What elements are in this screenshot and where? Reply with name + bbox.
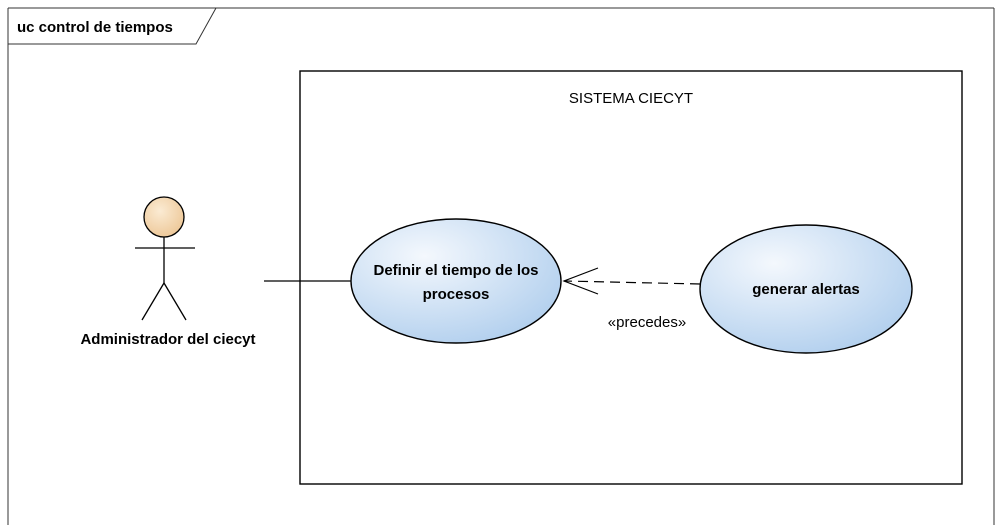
dependency-label: «precedes»: [608, 314, 686, 331]
frame-tab: [8, 7, 217, 45]
frame-label: uc control de tiempos: [17, 19, 173, 36]
actor-label: Administrador del ciecyt: [80, 331, 255, 348]
use-case-definir-tiempo-ellipse: [350, 218, 562, 344]
actor-head: [143, 196, 185, 238]
actor-right-leg: [163, 282, 187, 321]
use-case-definir-tiempo[interactable]: Definir el tiempo de los procesos: [350, 218, 562, 344]
dependency-precedes[interactable]: «precedes»: [562, 267, 701, 331]
actor-left-leg: [141, 282, 165, 321]
diagram-frame: uc control de tiempos: [7, 7, 995, 525]
use-case-definir-tiempo-label-line2: procesos: [423, 286, 490, 303]
actor-administrador[interactable]: Administrador del ciecyt: [80, 196, 256, 348]
dependency-arrowhead: [562, 267, 599, 295]
dependency-line: [563, 280, 701, 285]
use-case-generar-alertas-ellipse: [699, 224, 913, 354]
use-case-definir-tiempo-label-line1: Definir el tiempo de los: [373, 262, 538, 279]
use-case-generar-alertas[interactable]: generar alertas: [699, 224, 913, 354]
use-case-generar-alertas-label: generar alertas: [752, 281, 860, 298]
system-boundary-label: SISTEMA CIECYT: [569, 90, 693, 107]
